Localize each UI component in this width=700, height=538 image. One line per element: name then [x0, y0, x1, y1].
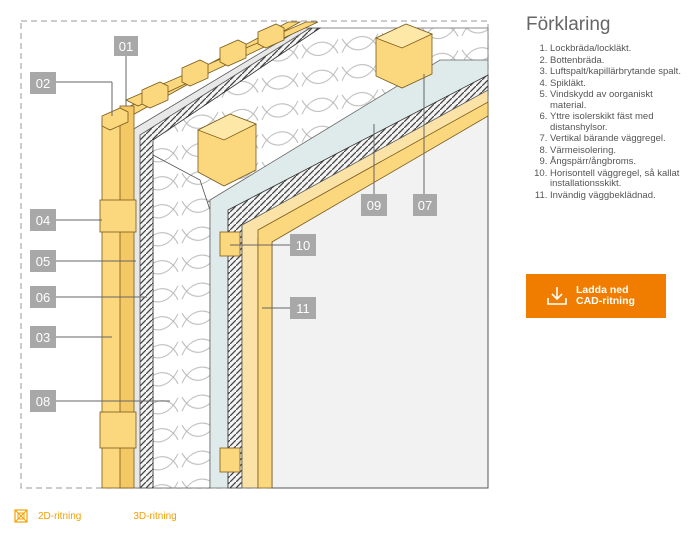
svg-text:06: 06: [36, 290, 50, 305]
label-01: 01: [114, 36, 138, 56]
spiklakt-lower: [99, 411, 137, 449]
drawing-tabs: 2D-ritning 3D-ritning: [14, 509, 177, 523]
svg-text:01: 01: [119, 39, 133, 54]
wall-section-diagram: 01 02 03 04 05 06 07 08 09 10 11: [20, 20, 489, 489]
download-icon: [547, 287, 567, 305]
legend-item: Lockbräda/lockläkt.: [550, 43, 686, 55]
legend-title: Förklaring: [526, 14, 611, 35]
svg-text:04: 04: [36, 213, 50, 228]
drawing-2d-icon: [14, 509, 28, 523]
svg-text:07: 07: [418, 198, 432, 213]
horizontal-stud-piece-face: [197, 113, 257, 141]
legend-item: Bottenbräda.: [550, 55, 686, 67]
svg-text:09: 09: [367, 198, 381, 213]
legend-item: Invändig väggbeklädnad.: [550, 190, 686, 202]
tab-2d-drawing[interactable]: 2D-ritning: [14, 509, 81, 523]
svg-text:08: 08: [36, 394, 50, 409]
svg-text:10: 10: [296, 238, 310, 253]
installation-block-upper: [219, 231, 241, 257]
legend-item: Vertikal bärande väggregel.: [550, 133, 686, 145]
legend-list: Lockbräda/lockläkt. Bottenbräda. Luftspa…: [526, 43, 686, 202]
label-02: 02: [30, 72, 56, 94]
legend-item: Vindskydd av oorganiskt material.: [550, 89, 686, 111]
board-ends: [101, 23, 285, 131]
legend: Förklaring Lockbräda/lockläkt. Bottenbrä…: [526, 14, 686, 202]
interior-trim: [257, 101, 489, 489]
label-07: 07: [413, 194, 437, 216]
label-10: 10: [290, 234, 316, 256]
svg-text:02: 02: [36, 76, 50, 91]
legend-item: Horisontell väggregel, så kallat install…: [550, 168, 686, 190]
label-06: 06: [30, 286, 56, 308]
download-label: Ladda ned CAD-ritning: [576, 284, 635, 307]
spiklakt-upper: [99, 199, 137, 233]
label-04: 04: [30, 209, 56, 231]
label-05: 05: [30, 250, 56, 272]
download-cad-button[interactable]: Ladda ned CAD-ritning: [526, 274, 666, 318]
installation-block-lower: [219, 447, 241, 473]
legend-item: Yttre isolerskikt fäst med distanshylsor…: [550, 111, 686, 133]
legend-item: Ångspärr/ångbroms.: [550, 156, 686, 168]
callout-labels: 01 02 03 04 05 06 07 08 09 10 11: [30, 36, 437, 412]
label-11: 11: [290, 297, 316, 319]
label-08: 08: [30, 390, 56, 412]
vertical-stud-top-face: [374, 23, 434, 49]
label-03: 03: [30, 326, 56, 348]
leader-lines: [56, 56, 425, 402]
tab-2d-label: 2D-ritning: [38, 510, 82, 522]
svg-text:03: 03: [36, 330, 50, 345]
main-insulation: [152, 154, 211, 489]
legend-item: Luftspalt/kapillärbrytande spalt.: [550, 66, 686, 78]
label-09: 09: [361, 194, 387, 216]
tab-3d-label: 3D-ritning: [133, 510, 177, 522]
legend-item: Spikläkt.: [550, 78, 686, 90]
legend-item: Värmeisolering.: [550, 145, 686, 157]
svg-text:11: 11: [296, 301, 310, 316]
svg-text:05: 05: [36, 254, 50, 269]
tab-3d-drawing[interactable]: 3D-ritning: [133, 511, 176, 522]
